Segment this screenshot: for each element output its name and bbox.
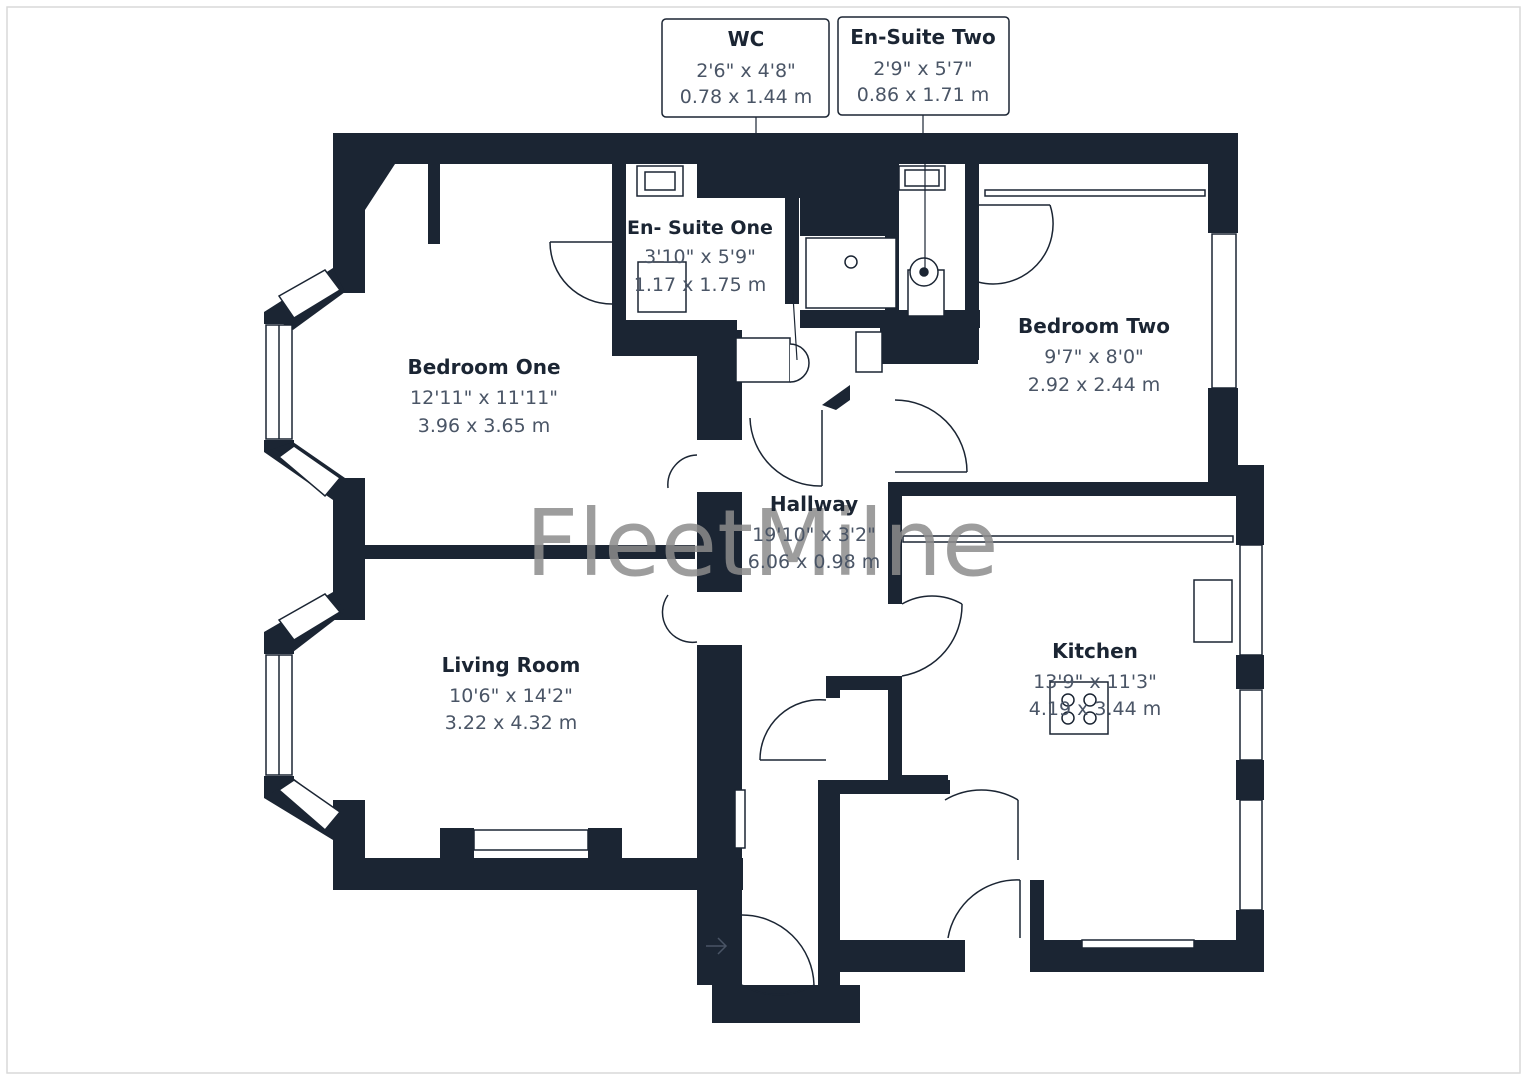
callout-en-suite-two: En-Suite Two 2'9" x 5'7" 0.86 x 1.71 m	[837, 16, 1010, 116]
callout-wc-name: WC	[728, 27, 765, 51]
room-name: Bedroom One	[407, 355, 560, 379]
room-dim-imperial: 3'10" x 5'9"	[644, 246, 756, 268]
watermark: FleetMilne	[525, 490, 998, 597]
door-swings	[549, 204, 1054, 996]
callout-wc: WC 2'6" x 4'8" 0.78 x 1.44 m	[661, 18, 830, 118]
room-dim-metric: 6.06 x 0.98 m	[748, 551, 880, 573]
room-dim-metric: 2.92 x 2.44 m	[1028, 374, 1160, 396]
callout-wc-dim-metric: 0.78 x 1.44 m	[680, 86, 812, 108]
entrance-arrow-icon	[706, 937, 728, 955]
room-name: Bedroom Two	[1018, 314, 1170, 338]
room-en-suite-one: En- Suite One 3'10" x 5'9" 1.17 x 1.75 m	[627, 217, 773, 296]
callout-wc-dim-imperial: 2'6" x 4'8"	[696, 60, 796, 82]
room-living-room: Living Room 10'6" x 14'2" 3.22 x 4.32 m	[442, 653, 581, 734]
callout-en-suite-two-dim-metric: 0.86 x 1.71 m	[857, 84, 989, 106]
room-name: Hallway	[770, 492, 858, 516]
fixtures	[636, 165, 1233, 735]
room-name: En- Suite One	[627, 217, 773, 239]
room-name: Living Room	[442, 653, 581, 677]
room-dim-metric: 1.17 x 1.75 m	[634, 274, 766, 296]
callout-en-suite-two-name: En-Suite Two	[850, 25, 995, 49]
room-dim-metric: 4.19 x 3.44 m	[1029, 698, 1161, 720]
room-dim-imperial: 12'11" x 11'11"	[410, 387, 558, 409]
windows	[265, 189, 1263, 949]
room-bedroom-one: Bedroom One 12'11" x 11'11" 3.96 x 3.65 …	[407, 355, 560, 437]
room-bedroom-two: Bedroom Two 9'7" x 8'0" 2.92 x 2.44 m	[1018, 314, 1170, 396]
room-dim-imperial: 10'6" x 14'2"	[449, 685, 573, 707]
room-dim-imperial: 19'10" x 3'2"	[752, 524, 876, 546]
room-name: Kitchen	[1052, 639, 1138, 663]
room-hallway: Hallway 19'10" x 3'2" 6.06 x 0.98 m	[748, 492, 880, 573]
room-kitchen: Kitchen 13'9" x 11'3" 4.19 x 3.44 m	[1029, 639, 1161, 720]
callout-leaders	[755, 115, 926, 361]
callout-en-suite-two-dim-imperial: 2'9" x 5'7"	[873, 58, 973, 80]
room-dim-metric: 3.96 x 3.65 m	[418, 415, 550, 437]
plan-frame	[6, 6, 1521, 1074]
room-dim-metric: 3.22 x 4.32 m	[445, 712, 577, 734]
room-dim-imperial: 9'7" x 8'0"	[1044, 346, 1144, 368]
room-dim-imperial: 13'9" x 11'3"	[1033, 671, 1157, 693]
